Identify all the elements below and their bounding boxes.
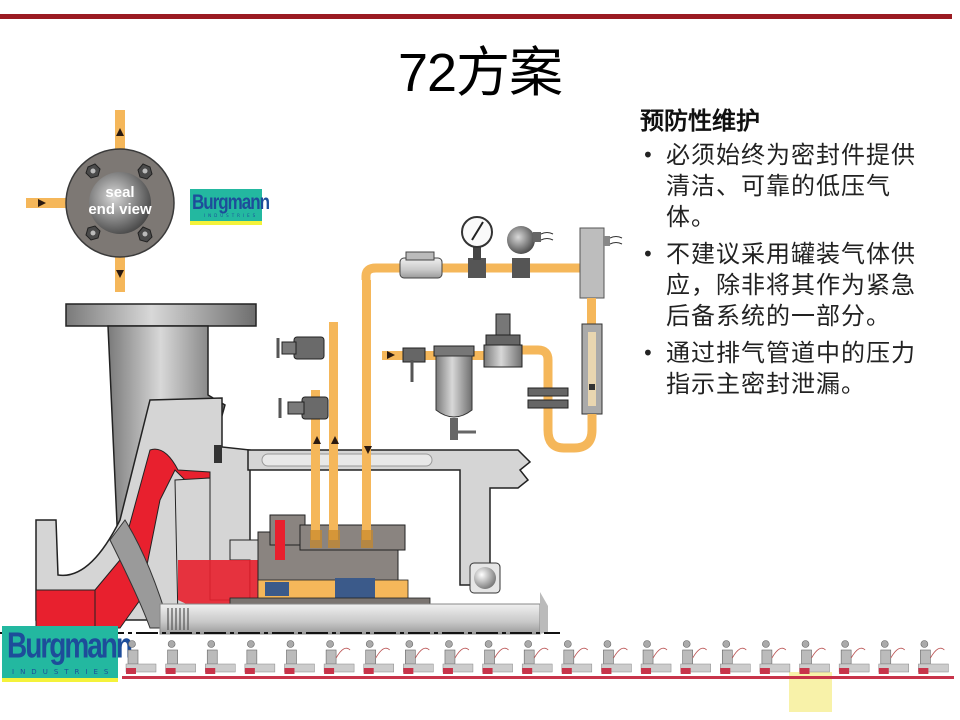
pressure-gauge: [461, 216, 493, 278]
plan-thumbnail-strip: [122, 640, 954, 679]
flowmeter: [581, 323, 603, 415]
plan-thumbnail[interactable]: [720, 640, 751, 675]
seal-end-view-label: seal end view: [88, 184, 152, 218]
vent-valve-upper: [276, 336, 325, 360]
bearing: [469, 562, 501, 594]
plan-thumbnail[interactable]: [363, 640, 394, 675]
plan-thumbnail[interactable]: [125, 640, 157, 675]
burgmann-logo-small: Burgmann INDUSTRIES: [190, 189, 270, 225]
pressure-switch: [507, 226, 554, 278]
plan-thumbnail[interactable]: [601, 640, 632, 675]
logo-sub-text: INDUSTRIES: [204, 213, 259, 218]
plan-thumbnail[interactable]: [838, 640, 870, 675]
plan-thumbnail[interactable]: [323, 640, 355, 675]
plan-thumbnail[interactable]: [521, 640, 553, 675]
coalescing-filter: [433, 345, 476, 440]
logo-brand-text: Burgmann: [7, 625, 133, 666]
logo-brand-text: Burgmann: [192, 190, 270, 214]
plan-thumbnail[interactable]: [482, 640, 513, 675]
bullet-item: •通过排气管道中的压力指示主密封泄漏。: [642, 339, 916, 398]
top-accent-rule: [0, 14, 952, 19]
plan-thumbnail[interactable]: [918, 640, 949, 675]
logo-sub-text: INDUSTRIES: [12, 668, 115, 676]
maintenance-text-panel: 预防性维护 •必须始终为密封件提供清洁、可靠的低压气体。 •不建议采用罐装气体供…: [640, 104, 940, 406]
plan-thumbnail[interactable]: [165, 640, 196, 675]
plan-thumbnail[interactable]: [244, 640, 276, 675]
inlet-valve: [402, 347, 426, 382]
plan-thumbnail[interactable]: [640, 640, 672, 675]
burgmann-logo-large: Burgmann INDUSTRIES: [2, 625, 133, 682]
plan-thumbnail[interactable]: [442, 640, 474, 675]
vent-valve-lower: [278, 396, 329, 420]
bearing-frame: [247, 449, 532, 586]
bullet-item: •不建议采用罐装气体供应，除非将其作为紧急后备系统的一部分。: [642, 240, 916, 330]
bullet-item: •必须始终为密封件提供清洁、可靠的低压气体。: [642, 141, 916, 231]
bullet-list: •必须始终为密封件提供清洁、可靠的低压气体。 •不建议采用罐装气体供应，除非将其…: [640, 140, 940, 400]
plan-thumbnail[interactable]: [561, 640, 593, 675]
orifice-block: [579, 227, 623, 299]
panel-heading: 预防性维护: [640, 107, 760, 135]
plan-thumbnail[interactable]: [204, 640, 236, 675]
shaft: [0, 592, 560, 635]
check-valve: [399, 251, 443, 279]
plan-thumbnail[interactable]: [878, 640, 910, 675]
plan-thumbnail[interactable]: [799, 640, 830, 675]
plan-thumbnail[interactable]: [403, 640, 434, 675]
seal-gland-pipes: [311, 280, 371, 540]
slide-title: 72方案: [397, 43, 563, 103]
pressure-regulator: [483, 313, 523, 368]
flange-connection: [527, 387, 569, 409]
plan-thumbnail[interactable]: [680, 640, 711, 675]
plan-thumbnail[interactable]: [759, 640, 791, 675]
pump-casing: [35, 303, 263, 629]
plan-thumbnail[interactable]: [284, 640, 315, 675]
seal-end-view: [26, 110, 175, 292]
